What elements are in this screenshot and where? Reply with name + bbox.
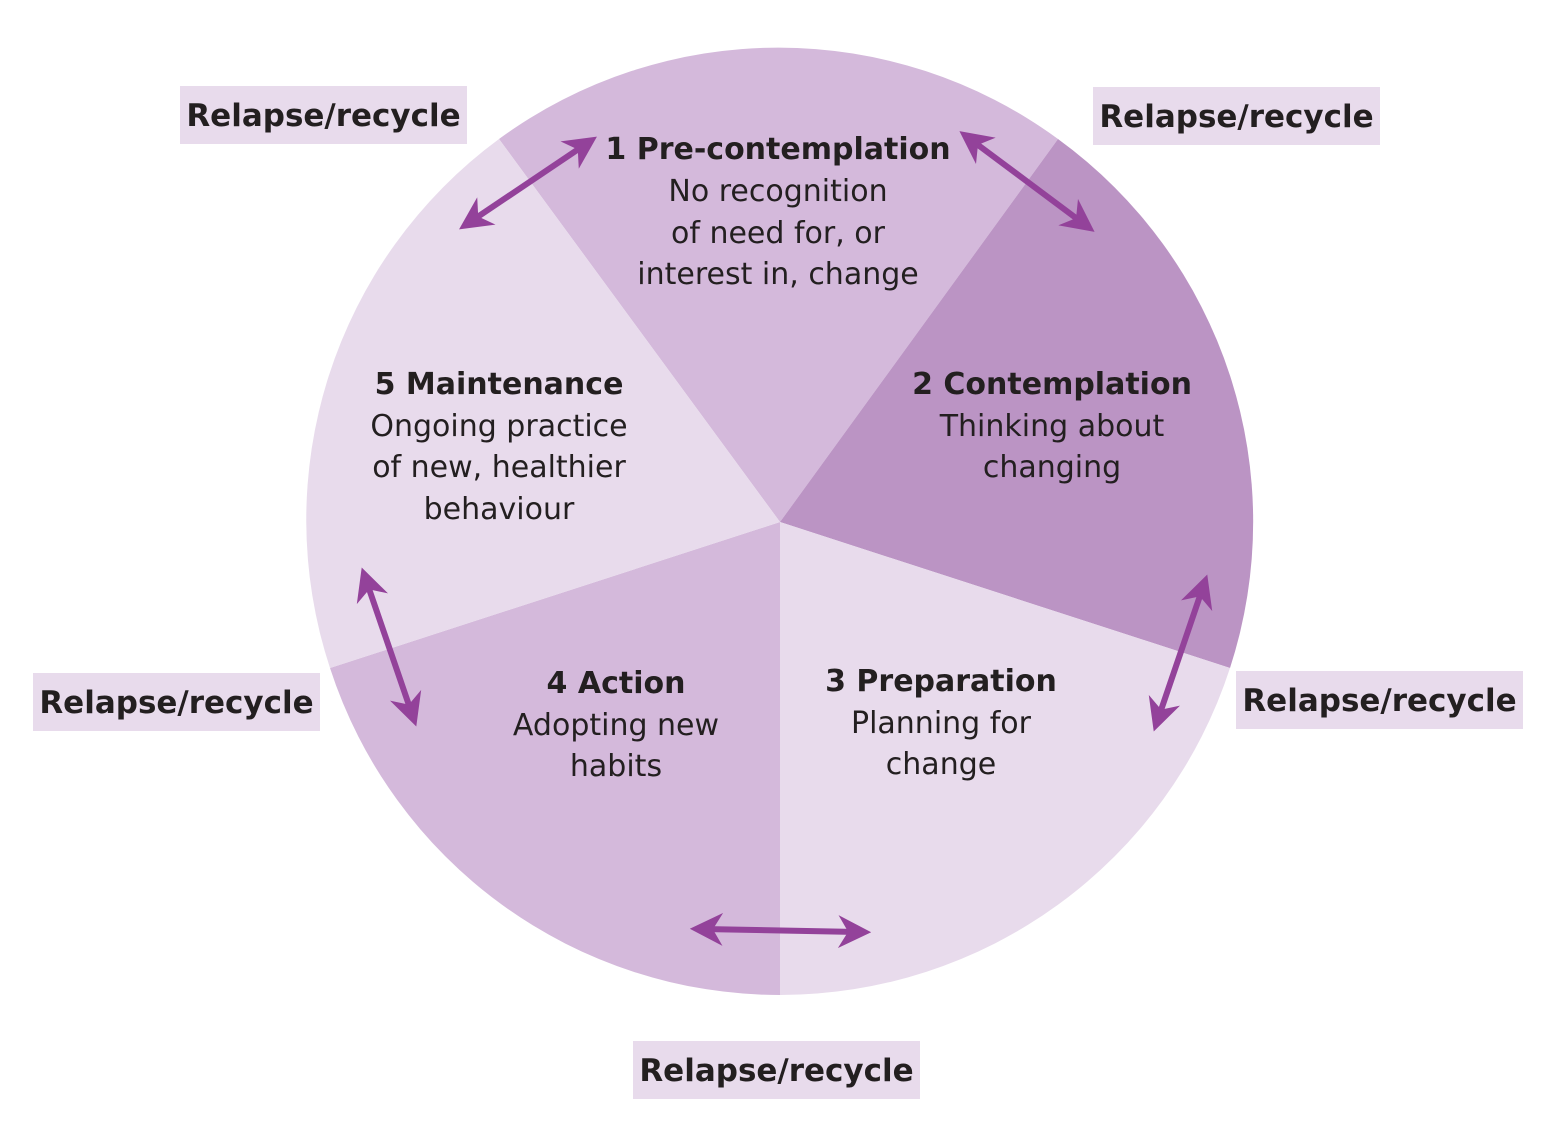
label-box [1093, 87, 1380, 145]
stage-title: 3 Preparation [825, 664, 1057, 699]
segment-preparation [780, 522, 1230, 995]
relapse-label-top-left: Relapse/recycle [180, 86, 467, 144]
relapse-label-bottom: Relapse/recycle [633, 1041, 920, 1099]
relapse-label-right: Relapse/recycle [1236, 671, 1523, 729]
double-arrow-icon [356, 567, 422, 727]
stage-description-line: of new, healthier [372, 450, 626, 485]
stage-title: 2 Contemplation [912, 367, 1192, 402]
relapse-label-text: Relapse/recycle [186, 98, 460, 134]
stage-description-line: changing [983, 450, 1121, 485]
segment-contemplation [780, 139, 1254, 668]
stage-preparation: 3 Preparation Planning for change [825, 664, 1057, 782]
relapse-label-text: Relapse/recycle [39, 685, 313, 721]
stage-title: 1 Pre-contemplation [605, 132, 950, 167]
segment-action [330, 522, 780, 995]
stage-description-line: Adopting new [513, 708, 719, 743]
segment-maintenance [306, 139, 780, 668]
stage-description-line: No recognition [668, 174, 887, 209]
label-box [633, 1041, 920, 1099]
segment-pre-contemplation [499, 47, 1058, 522]
label-box [1236, 671, 1523, 729]
stage-title: 5 Maintenance [375, 367, 624, 402]
label-box [33, 673, 320, 731]
relapse-label-text: Relapse/recycle [639, 1053, 913, 1089]
double-arrow-icon [689, 912, 872, 949]
cycle-wheel [306, 47, 1254, 995]
relapse-arrows [356, 131, 1213, 949]
stage-action: 4 Action Adopting new habits [513, 666, 719, 784]
stage-description-line: Thinking about [939, 409, 1165, 444]
relapse-label-left: Relapse/recycle [33, 673, 320, 731]
stage-maintenance: 5 Maintenance Ongoing practice of new, h… [370, 367, 627, 527]
relapse-label-top-right: Relapse/recycle [1093, 87, 1380, 145]
stage-contemplation: 2 Contemplation Thinking about changing [912, 367, 1192, 485]
stage-description-line: of need for, or [671, 216, 886, 251]
relapse-label-text: Relapse/recycle [1242, 683, 1516, 719]
double-arrow-icon [459, 136, 597, 230]
stage-description-line: interest in, change [637, 257, 918, 292]
stage-description-line: behaviour [424, 492, 575, 527]
double-arrow-icon [1148, 574, 1213, 732]
stage-description-line: change [886, 747, 996, 782]
label-box [180, 86, 467, 144]
stage-pre-contemplation: 1 Pre-contemplation No recognition of ne… [605, 132, 950, 292]
double-arrow-icon [959, 131, 1095, 232]
stage-title: 4 Action [547, 666, 686, 701]
stage-description-line: Ongoing practice [370, 409, 627, 444]
relapse-label-text: Relapse/recycle [1099, 99, 1373, 135]
stage-description-line: Planning for [851, 706, 1032, 741]
stage-description-line: habits [570, 749, 662, 784]
